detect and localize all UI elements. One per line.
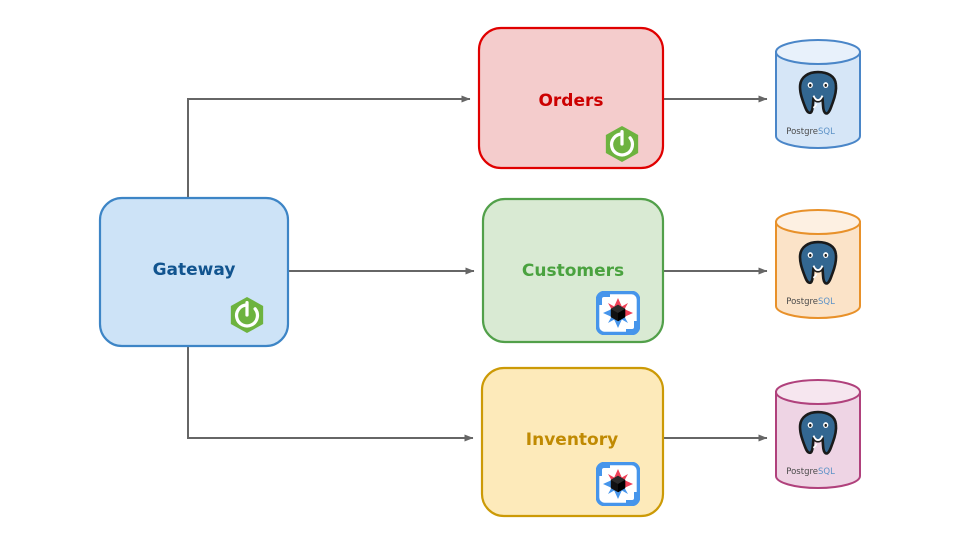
node-customers-db[interactable]: Postgre SQL — [775, 209, 861, 319]
inventory-label: Inventory — [526, 430, 618, 450]
quarkus-icon — [596, 462, 640, 506]
edge-layer — [187, 95, 768, 442]
node-orders-db[interactable]: Postgre SQL — [775, 39, 861, 149]
node-orders[interactable]: Orders — [477, 26, 665, 170]
inventory-db-label-dark: Postgre — [786, 467, 818, 477]
edge-gateway-to-orders — [187, 95, 471, 198]
gateway-label: Gateway — [153, 260, 236, 280]
orders-db-label-dark: Postgre — [786, 127, 818, 137]
customers-db-label-blue: SQL — [818, 297, 835, 307]
node-inventory[interactable]: Inventory — [480, 366, 665, 518]
edge-gateway-to-inventory — [187, 346, 474, 442]
customers-db-top — [775, 209, 861, 235]
inventory-db-top — [775, 379, 861, 405]
node-customers[interactable]: Customers — [481, 197, 665, 344]
orders-db-label-blue: SQL — [818, 127, 835, 137]
node-inventory-db[interactable]: Postgre SQL — [775, 379, 861, 489]
quarkus-icon — [596, 291, 640, 335]
inventory-db-label-blue: SQL — [818, 467, 835, 477]
orders-db-top — [775, 39, 861, 65]
orders-label: Orders — [538, 91, 603, 111]
customers-label: Customers — [522, 261, 624, 281]
node-gateway[interactable]: Gateway — [98, 196, 290, 348]
customers-db-label-dark: Postgre — [786, 297, 818, 307]
